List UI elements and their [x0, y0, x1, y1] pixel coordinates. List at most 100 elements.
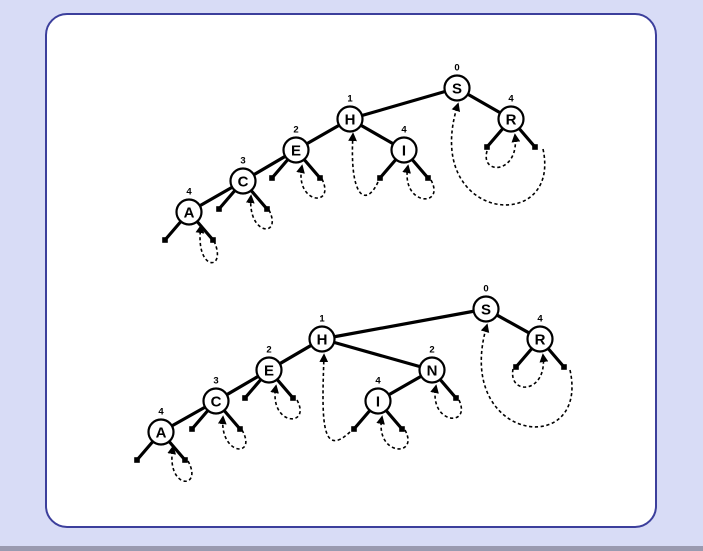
null-link-I-left [352, 408, 372, 431]
null-link-I-left [378, 157, 398, 180]
node-A: A4 [147, 407, 175, 446]
node-circle [282, 136, 310, 164]
node-N: N2 [418, 345, 446, 384]
node-letter: S [481, 302, 491, 319]
node-bit-index: 2 [266, 345, 271, 356]
node-S: S0 [472, 284, 500, 323]
null-link-A-right [167, 439, 187, 462]
node-E: E2 [282, 125, 310, 164]
null-link-I-right [410, 157, 430, 180]
node-bit-index: 0 [483, 284, 488, 295]
node-letter: A [156, 425, 167, 442]
node-circle [472, 295, 500, 323]
node-circle [497, 105, 525, 133]
node-I: I4 [390, 125, 418, 164]
back-pointer-4 [376, 415, 409, 450]
null-link-E-left [270, 157, 290, 180]
node-letter: I [402, 143, 406, 160]
null-link-end [399, 426, 405, 432]
node-bit-index: 2 [293, 125, 298, 136]
null-link-N-right [438, 377, 458, 400]
null-link-R-left [514, 346, 534, 369]
back-pointer-5 [485, 133, 521, 169]
back-pointer-6 [511, 353, 549, 388]
null-link-end [453, 395, 459, 401]
null-link-E-right [275, 377, 295, 400]
null-link-end [513, 364, 519, 370]
null-link-end [561, 364, 567, 370]
null-link-C-left [190, 408, 210, 431]
null-link-end [532, 144, 538, 150]
node-letter: C [238, 174, 249, 191]
null-link-E-left [243, 377, 263, 400]
null-link-R-right [546, 346, 566, 369]
node-circle [255, 356, 283, 384]
null-link-C-right [249, 188, 269, 211]
edge-E-C [225, 374, 260, 397]
back-pointer-0 [167, 445, 193, 483]
node-letter: H [345, 112, 356, 129]
node-letter: C [211, 394, 222, 411]
edge-C-A [170, 405, 207, 428]
null-link-end [182, 457, 188, 463]
node-bit-index: 4 [537, 314, 543, 325]
null-link-C-left [217, 188, 237, 211]
node-bit-index: 1 [319, 314, 325, 325]
null-link-end [317, 175, 323, 181]
node-letter: N [427, 363, 438, 380]
back-pointer-5 [430, 384, 463, 419]
node-letter: R [506, 112, 517, 129]
node-letter: E [291, 143, 301, 160]
edge-H-I [359, 123, 395, 146]
node-A: A4 [175, 187, 203, 226]
back-pointer-0 [195, 224, 219, 264]
null-link-end [237, 426, 243, 432]
node-letter: H [317, 332, 328, 349]
null-link-E-right [302, 157, 322, 180]
node-circle [526, 325, 554, 353]
back-pointer-2 [296, 164, 326, 199]
node-bit-index: 4 [186, 187, 192, 198]
null-link-I-right [384, 408, 404, 431]
node-I: I4 [364, 376, 392, 415]
node-bit-index: 3 [213, 376, 218, 387]
bottom-divider [0, 546, 703, 551]
null-link-end [377, 175, 383, 181]
node-circle [418, 356, 446, 384]
node-letter: I [376, 394, 380, 411]
node-bit-index: 2 [429, 345, 434, 356]
null-link-C-right [222, 408, 242, 431]
figure-frame [45, 13, 657, 528]
null-link-A-left [163, 219, 183, 242]
edge-S-R [466, 92, 502, 115]
edge-S-H [360, 89, 447, 118]
null-link-end [210, 237, 216, 243]
null-link-R-left [485, 126, 505, 149]
node-H: H1 [308, 314, 336, 353]
null-link-end [216, 206, 222, 212]
node-letter: A [184, 205, 195, 222]
edge-H-E [278, 343, 313, 366]
null-link-end [189, 426, 195, 432]
node-bit-index: 3 [240, 156, 245, 167]
null-link-end [162, 237, 168, 243]
node-R: R4 [526, 314, 554, 353]
node-bit-index: 4 [158, 407, 164, 418]
back-pointer-3 [348, 132, 379, 197]
edge-C-A [198, 185, 234, 208]
node-S: S0 [443, 63, 471, 102]
null-link-R-right [517, 126, 537, 149]
node-E: E2 [255, 345, 283, 384]
null-link-end [351, 426, 357, 432]
edge-N-I [387, 374, 423, 397]
node-circle [175, 198, 203, 226]
null-link-end [134, 457, 140, 463]
edge-E-C [252, 154, 287, 177]
back-pointer-6 [450, 102, 546, 206]
edge-H-E [305, 123, 341, 146]
null-link-end [484, 144, 490, 150]
null-link-end [290, 395, 296, 401]
